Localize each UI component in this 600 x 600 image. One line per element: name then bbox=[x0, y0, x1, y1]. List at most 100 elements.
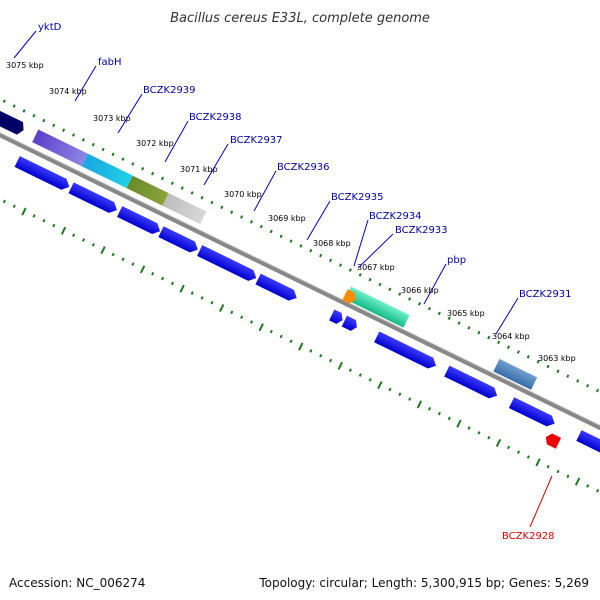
tick-mark bbox=[319, 353, 323, 358]
gene-arrow[interactable] bbox=[329, 309, 345, 326]
gene-label-pbp[interactable]: pbp bbox=[447, 255, 466, 266]
tick-mark bbox=[516, 350, 520, 354]
gene-bczk2934[interactable] bbox=[342, 289, 358, 305]
gene-arrow[interactable] bbox=[374, 331, 439, 371]
tick-mark bbox=[507, 445, 511, 450]
tick-mark bbox=[210, 300, 214, 305]
gene-yktD[interactable] bbox=[0, 109, 27, 137]
tick-mark bbox=[447, 316, 451, 321]
gene-label-bczk2931[interactable]: BCZK2931 bbox=[519, 289, 572, 300]
gene-bczk2928[interactable] bbox=[543, 432, 562, 449]
tick-mark bbox=[338, 263, 342, 267]
gene-arrow[interactable] bbox=[197, 245, 259, 283]
gene-label-bczk2937[interactable]: BCZK2937 bbox=[230, 135, 283, 146]
tick-mark bbox=[437, 411, 441, 416]
tick-mark bbox=[62, 128, 66, 132]
tick-mark bbox=[427, 306, 431, 311]
tick-mark bbox=[398, 292, 402, 296]
tick-mark bbox=[556, 369, 560, 374]
gene-arrow[interactable] bbox=[117, 206, 163, 237]
tick-mark bbox=[586, 383, 590, 388]
tick-mark bbox=[289, 339, 293, 344]
kbp-label: 3065 kbp bbox=[447, 309, 485, 318]
gene-label-yktD[interactable]: yktD bbox=[38, 22, 62, 33]
gene-bczk2938[interactable] bbox=[126, 175, 169, 206]
tick-mark bbox=[408, 397, 412, 401]
tick-mark bbox=[299, 244, 303, 248]
map-title: Bacillus cereus E33L, complete genome bbox=[170, 11, 430, 26]
tick-mark bbox=[467, 326, 471, 330]
kbp-label: 3069 kbp bbox=[268, 214, 306, 223]
tick-mark bbox=[477, 431, 481, 435]
gene-label-fabH[interactable]: fabH bbox=[98, 57, 122, 68]
tick-mark bbox=[151, 171, 155, 176]
gene-arrow[interactable] bbox=[341, 315, 360, 333]
gene-fabH[interactable] bbox=[32, 129, 88, 167]
tick-mark bbox=[427, 407, 432, 411]
gene-bczk2931[interactable] bbox=[493, 358, 538, 390]
gene-label-bczk2938[interactable]: BCZK2938 bbox=[189, 112, 242, 123]
tick-mark bbox=[497, 340, 501, 345]
tick-mark bbox=[22, 109, 26, 113]
gene-label-bczk2934[interactable]: BCZK2934 bbox=[369, 211, 422, 222]
gene-label-bczk2933[interactable]: BCZK2933 bbox=[395, 225, 448, 236]
gene-label-bczk2936[interactable]: BCZK2936 bbox=[277, 162, 330, 173]
tick-mark bbox=[180, 186, 184, 190]
kbp-label: 3064 kbp bbox=[492, 332, 530, 341]
gene-label-bczk2935[interactable]: BCZK2935 bbox=[331, 192, 384, 203]
tick-mark bbox=[160, 176, 165, 181]
gene-arrow[interactable] bbox=[508, 397, 557, 429]
tick-mark bbox=[309, 349, 313, 353]
tick-mark bbox=[32, 214, 36, 218]
tick-mark bbox=[269, 229, 273, 234]
forward-gene-track bbox=[14, 156, 600, 459]
tick-mark bbox=[377, 381, 383, 390]
tick-mark bbox=[477, 330, 481, 335]
tick-mark bbox=[309, 248, 313, 253]
gene-arrow[interactable] bbox=[576, 430, 600, 459]
tick-mark bbox=[60, 226, 67, 235]
gene-leaders bbox=[13, 30, 553, 528]
gene-label-bczk2928[interactable]: BCZK2928 bbox=[502, 531, 555, 542]
kbp-label: 3071 kbp bbox=[180, 165, 218, 174]
gene-bczk2937[interactable] bbox=[162, 193, 207, 225]
tick-mark bbox=[52, 123, 56, 128]
gene-arrow[interactable] bbox=[68, 182, 119, 215]
tick-mark bbox=[495, 438, 502, 448]
tick-mark bbox=[279, 334, 283, 339]
tick-mark bbox=[596, 488, 600, 493]
tick-mark bbox=[210, 200, 214, 205]
kbp-label: 3067 kbp bbox=[357, 263, 395, 272]
tick-mark bbox=[398, 392, 402, 397]
kbp-label: 3075 kbp bbox=[6, 61, 44, 70]
genome-summary-text: Topology: circular; Length: 5,300,915 bp… bbox=[259, 576, 589, 590]
tick-mark bbox=[32, 113, 36, 118]
tick-mark bbox=[329, 358, 333, 363]
tick-mark bbox=[516, 450, 521, 454]
tick-mark bbox=[220, 205, 224, 210]
gene-arrow[interactable] bbox=[255, 273, 299, 304]
tick-mark bbox=[526, 355, 530, 359]
gene-label-bczk2939[interactable]: BCZK2939 bbox=[143, 85, 196, 96]
gene-arrow[interactable] bbox=[444, 365, 500, 401]
tick-mark bbox=[546, 364, 550, 369]
gene-arrow[interactable] bbox=[14, 156, 72, 192]
tick-mark bbox=[2, 199, 6, 204]
tick-mark bbox=[249, 320, 254, 324]
tick-mark bbox=[259, 224, 263, 229]
tick-mark bbox=[328, 258, 333, 263]
tick-mark bbox=[42, 118, 46, 123]
kbp-label: 3073 kbp bbox=[93, 114, 131, 123]
gene-bczk2939[interactable] bbox=[81, 153, 133, 189]
gene-arrow[interactable] bbox=[158, 226, 200, 255]
gene-pbp[interactable] bbox=[345, 286, 410, 328]
tick-mark bbox=[487, 335, 491, 340]
tick-mark bbox=[576, 379, 580, 383]
tick-mark bbox=[141, 166, 145, 171]
kbp-label: 3072 kbp bbox=[136, 139, 174, 148]
outer-tick-row bbox=[2, 99, 600, 393]
tick-mark bbox=[348, 268, 352, 272]
colored-gene-band bbox=[0, 109, 538, 390]
tick-mark bbox=[358, 373, 362, 377]
tick-mark bbox=[219, 303, 225, 313]
